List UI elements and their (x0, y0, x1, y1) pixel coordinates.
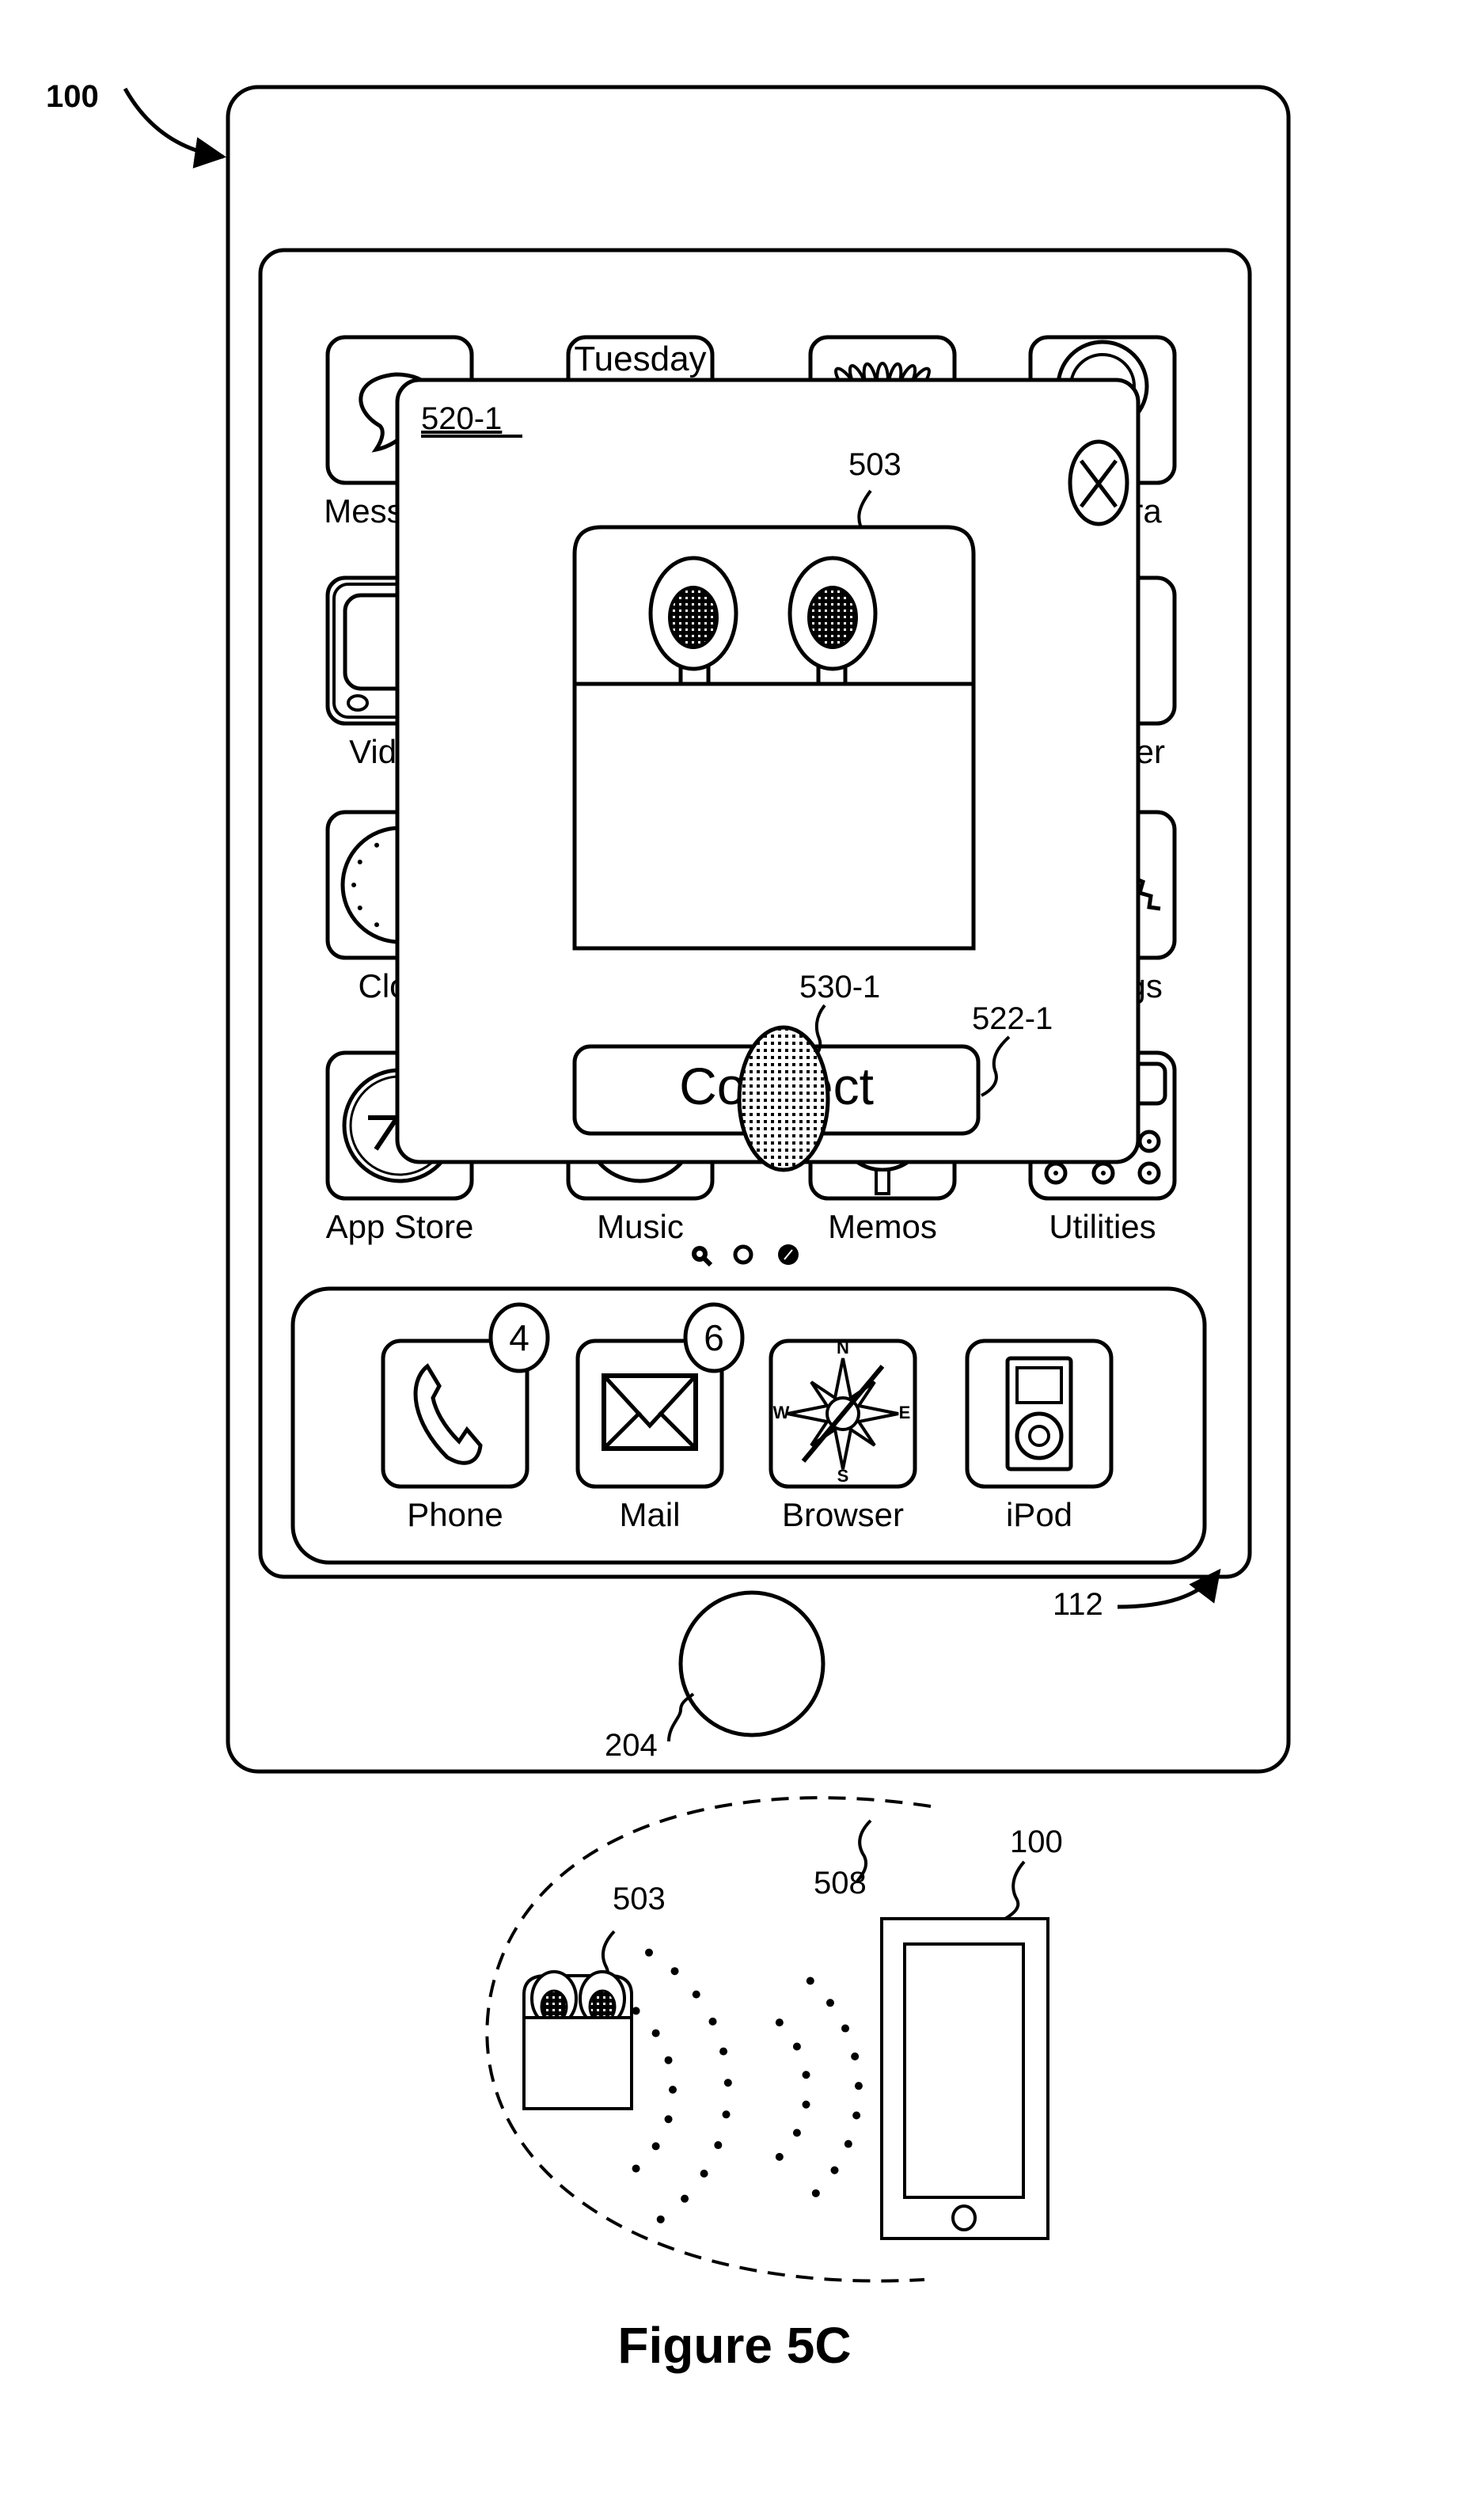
signal-dot (792, 2042, 801, 2051)
dock-label: Phone (407, 1496, 503, 1533)
dock-label: iPod (1006, 1496, 1072, 1533)
badge-count: 6 (704, 1317, 724, 1358)
page-indicator[interactable] (692, 1244, 799, 1267)
compass-letter: S (837, 1466, 849, 1486)
calendar-day-label: Tuesday (574, 340, 706, 378)
home-button-leader (667, 1692, 695, 1742)
device-ref-label: 100 (46, 79, 99, 114)
home-button[interactable] (678, 1590, 825, 1737)
signal-dot (632, 2007, 640, 2015)
app-label: App Store (326, 1208, 474, 1245)
device-small-icon (880, 1917, 1049, 2240)
device-diagram-ref-label: 100 (1010, 1825, 1063, 1859)
notification-badge: 4 (488, 1302, 550, 1373)
touch-ref-label: 530-1 (799, 970, 880, 1004)
phone-icon (413, 1363, 483, 1465)
signal-dot (664, 2056, 673, 2064)
notification-badge: 6 (683, 1302, 745, 1373)
signal-dot (825, 1999, 834, 2007)
device-ref-arrow (123, 87, 226, 169)
display-ref-label: 112 (1053, 1587, 1103, 1622)
signal-dot (806, 1976, 814, 1985)
popup-ref-label: 520-1 (421, 401, 502, 436)
compass-letter: W (773, 1403, 790, 1422)
compass-letter: E (899, 1403, 911, 1422)
signal-dot (656, 2215, 665, 2223)
dock-ipod-button[interactable]: iPod (965, 1339, 1114, 1533)
signal-dot (651, 2029, 660, 2037)
signal-dot (722, 2110, 731, 2119)
signal-dot (775, 2152, 784, 2161)
range-ref-leader (855, 1819, 872, 1884)
signal-dot (708, 2017, 717, 2026)
calendar-icon: Tuesday (574, 340, 706, 378)
signal-dot (719, 2047, 728, 2056)
signal-dot (854, 2082, 863, 2090)
figure-caption: Figure 5C (617, 2317, 851, 2374)
signal-dot (723, 2079, 732, 2087)
range-ref-label: 508 (814, 1866, 867, 1901)
proximity-range-boundary (485, 1796, 932, 2283)
wireless-signal-waves (632, 1948, 863, 2223)
signal-dot (700, 2169, 708, 2178)
signal-dot (852, 2111, 861, 2120)
signal-dot (651, 2142, 660, 2151)
display-ref-arrow (1117, 1568, 1221, 1609)
badge-count: 4 (509, 1317, 529, 1358)
home-button-ref-label: 204 (605, 1728, 658, 1763)
signal-dot (841, 2024, 850, 2033)
signal-dot (811, 2189, 820, 2197)
signal-dot (669, 2086, 677, 2094)
envelope-icon (602, 1373, 698, 1451)
signal-dot (802, 2071, 810, 2079)
button-ref-label: 522-1 (972, 1001, 1053, 1036)
signal-dot (802, 2100, 810, 2109)
signal-dot (851, 2052, 860, 2060)
app-label: Utilities (1049, 1208, 1156, 1245)
dock-label: Browser (782, 1496, 904, 1533)
signal-dot (664, 2115, 673, 2124)
page-dot[interactable] (733, 1244, 753, 1265)
signal-dot (844, 2140, 852, 2148)
dock-browser-button[interactable]: N E S W Browser (769, 1338, 917, 1533)
signal-dot (775, 2018, 784, 2027)
signal-dot (692, 1990, 700, 1999)
accessory-diagram-ref-label: 503 (613, 1882, 666, 1916)
signal-dot (792, 2128, 801, 2137)
proximity-diagram: 508 503 100 (485, 1796, 1063, 2283)
left-earbud-icon (648, 556, 738, 684)
app-label: Music (597, 1208, 684, 1245)
app-label: Memos (828, 1208, 937, 1245)
signal-dot (632, 2164, 640, 2173)
right-earbud-icon (788, 556, 878, 684)
dock-label: Mail (619, 1496, 680, 1533)
compass-icon: N E S W (773, 1338, 911, 1486)
ipod-icon (1005, 1356, 1073, 1471)
touch-contact-indicator (737, 1025, 830, 1172)
signal-dot (681, 2194, 689, 2203)
signal-dot (714, 2141, 723, 2150)
compass-letter: N (837, 1338, 849, 1358)
signal-dot (830, 2166, 839, 2174)
earbuds-case-small-icon (522, 1970, 633, 2110)
accessory-ref-label: 503 (848, 447, 901, 482)
pairing-popup[interactable]: 520-1 503 (395, 378, 1141, 1172)
earbuds-case-image (572, 525, 976, 951)
device-diagram-leader (1004, 1860, 1026, 1920)
close-circle-x-icon[interactable] (1068, 439, 1129, 526)
signal-dot (670, 1967, 679, 1976)
signal-dot (645, 1948, 653, 1957)
button-ref-leader (981, 1035, 1011, 1097)
